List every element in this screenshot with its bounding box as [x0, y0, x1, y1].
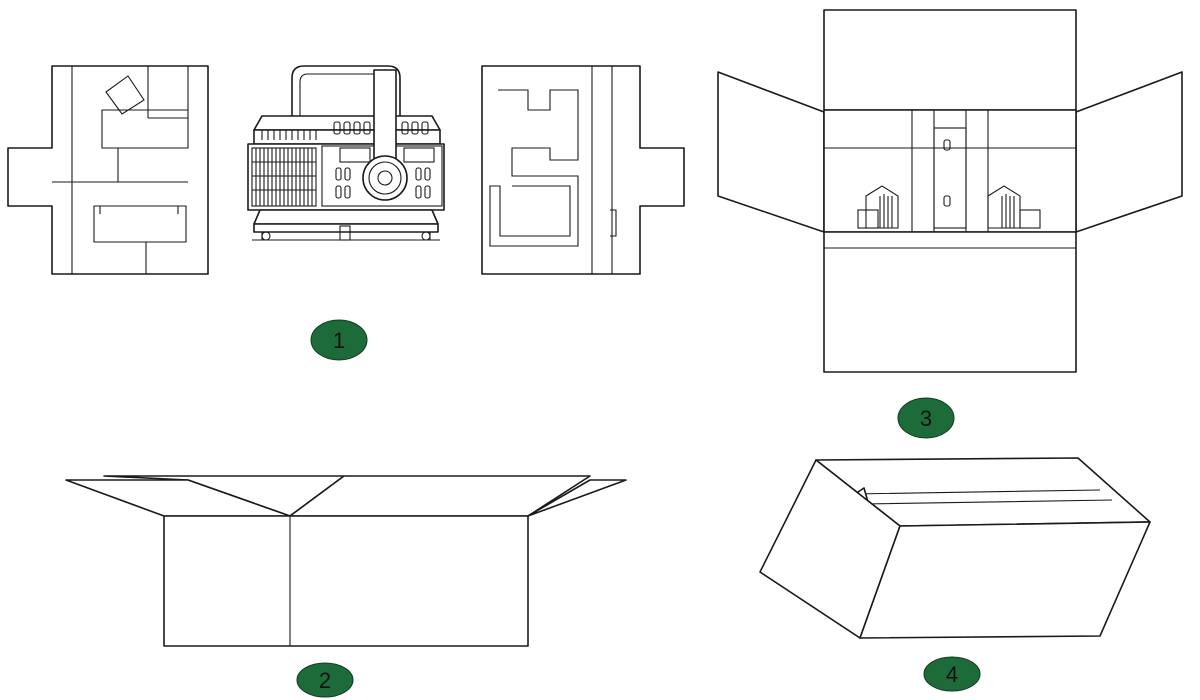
- step-2-number: 2: [319, 668, 331, 693]
- step-3-badge: 3: [897, 397, 955, 439]
- step-3-number: 3: [920, 406, 932, 431]
- step-4-badge: 4: [923, 656, 981, 692]
- step-3-illustration: [717, 9, 1183, 373]
- fixture-in-box: [933, 127, 967, 229]
- box-front-panel: [823, 231, 1077, 373]
- step-4-number: 4: [946, 662, 958, 687]
- step-1-badge: 1: [310, 319, 368, 361]
- right-foam-insert: [481, 65, 685, 275]
- box-left-flap: [717, 71, 825, 233]
- left-foam-insert: [7, 65, 209, 275]
- step-2-illustration: [65, 475, 627, 647]
- empty-box-body: [163, 515, 529, 647]
- step-1-illustration: [7, 65, 685, 275]
- box-right-flap: [1075, 71, 1183, 233]
- led-light-fixture: [247, 65, 445, 241]
- step-1-number: 1: [333, 328, 345, 353]
- box-back-flap: [823, 9, 1077, 111]
- step-4-illustration: [759, 457, 1151, 639]
- step-2-badge: 2: [296, 662, 354, 698]
- closed-box-front-face: [859, 521, 1151, 639]
